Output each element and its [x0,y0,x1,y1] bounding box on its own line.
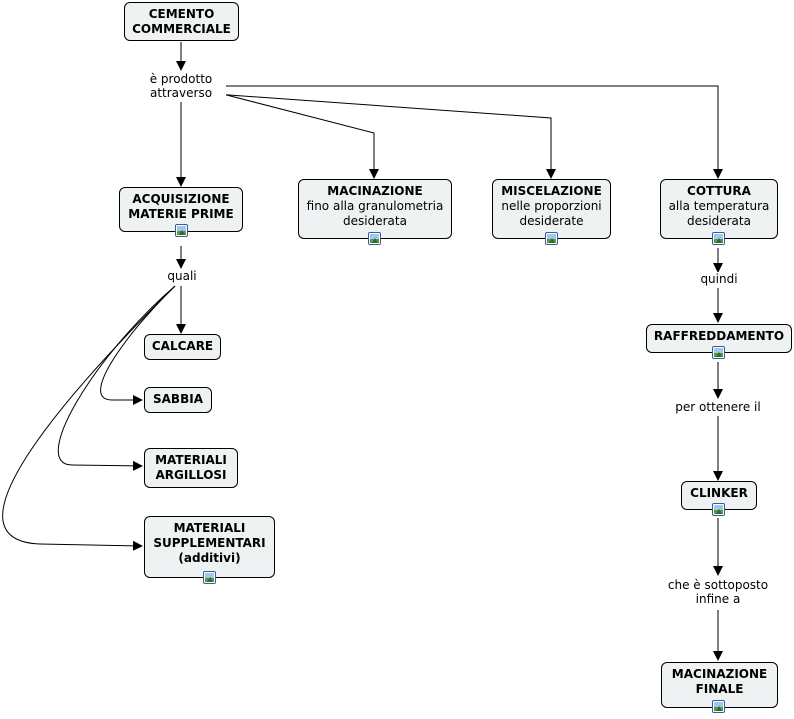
link-quali-argillosi [57,285,176,471]
node-clinker[interactable]: CLINKER [681,481,757,510]
node-title: CALCARE [151,339,214,353]
link-label-quindi: quindi [693,272,745,286]
link-prodotto-macinazione [214,91,379,179]
node-title: MACINAZIONE FINALE [671,667,768,696]
node-materiali-argillosi[interactable]: MATERIALI ARGILLOSI [144,448,238,488]
node-materiali-supplementari[interactable]: MATERIALI SUPPLEMENTARI (additivi) [144,516,275,578]
node-title: COTTURA [687,184,751,198]
node-subtitle: fino alla granulometria desiderata [306,199,444,228]
link-label-sottoposto: che è sottoposto infine a [662,578,774,606]
node-title: MATERIALI ARGILLOSI [155,453,227,482]
node-sabbia[interactable]: SABBIA [144,387,212,413]
image-attachment-icon[interactable] [712,346,725,359]
image-attachment-icon[interactable] [712,503,725,516]
node-title: CEMENTO COMMERCIALE [132,7,231,36]
link-prodotto-cottura [215,85,723,179]
image-attachment-icon[interactable] [368,232,381,245]
link-quali-supplementari [2,285,176,551]
node-title: ACQUISIZIONE MATERIE PRIME [128,192,234,221]
image-attachment-icon[interactable] [203,571,216,584]
node-title: MISCELAZIONE [501,184,602,198]
node-macinazione-finale[interactable]: MACINAZIONE FINALE [661,662,778,708]
node-subtitle: nelle proporzioni desiderate [501,199,602,228]
node-macinazione[interactable]: MACINAZIONE fino alla granulometria desi… [298,179,452,239]
link-label-per-ottenere: per ottenere il [668,400,768,414]
node-cemento-commerciale[interactable]: CEMENTO COMMERCIALE [124,2,239,41]
node-title: SABBIA [153,392,203,406]
node-subtitle: alla temperatura desiderata [668,199,770,228]
image-attachment-icon[interactable] [175,224,188,237]
node-cottura[interactable]: COTTURA alla temperatura desiderata [660,179,778,239]
node-miscelazione[interactable]: MISCELAZIONE nelle proporzioni desiderat… [492,179,611,239]
node-title: RAFFREDDAMENTO [653,329,785,343]
image-attachment-icon[interactable] [712,700,725,713]
image-attachment-icon[interactable] [545,232,558,245]
node-title: MATERIALI SUPPLEMENTARI (additivi) [153,521,266,565]
node-calcare[interactable]: CALCARE [144,334,221,360]
node-title: MACINAZIONE [327,184,423,198]
link-label-prodotto: è prodotto attraverso [136,72,226,100]
link-label-quali: quali [162,269,202,283]
link-prodotto-miscelazione [214,93,556,179]
node-title: CLINKER [690,486,748,500]
image-attachment-icon[interactable] [712,232,725,245]
